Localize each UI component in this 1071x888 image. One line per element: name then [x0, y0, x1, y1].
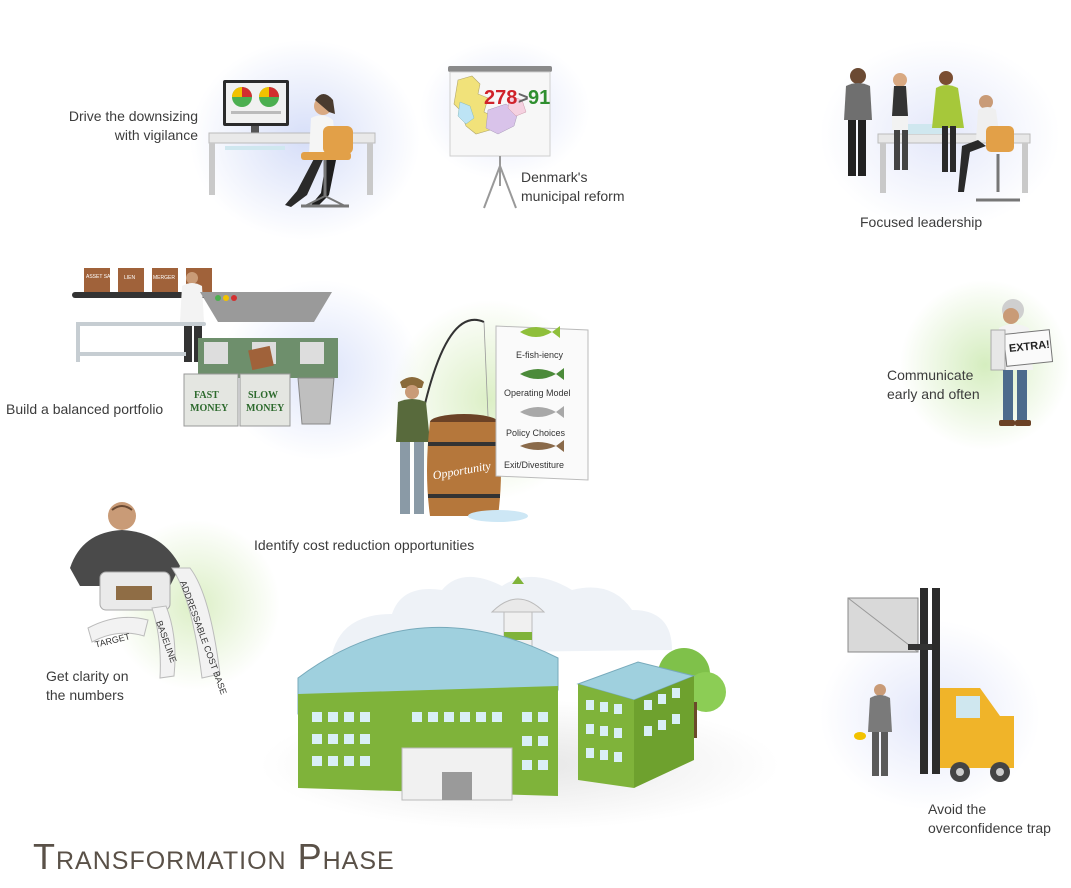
label-numbers-line1: Get clarity on — [46, 668, 129, 684]
label-downsizing-line2: with vigilance — [114, 127, 198, 143]
label-cost-line1: Identify cost reduction opportunities — [254, 537, 475, 553]
label-leadership: Focused leadership — [860, 213, 982, 232]
fish-label-1: E-fish-iency — [516, 350, 564, 360]
newspaper-text: EXTRA! — [1008, 339, 1050, 355]
overconfidence-illustration — [847, 588, 1014, 782]
fishing-rod-icon — [423, 318, 485, 409]
label-overconfidence-line2: overconfidence trap — [928, 820, 1051, 836]
fish-label-3: Policy Choices — [506, 428, 566, 438]
cost-illustration: Opportunity E-fish-iency Operating Model… — [396, 318, 589, 522]
denmark-from: 278 — [484, 87, 517, 109]
label-numbers: Get clarity on the numbers — [46, 667, 128, 705]
fast-money-box — [183, 373, 239, 427]
denmark-to: 91 — [528, 87, 550, 109]
numbers-illustration: TARGET BASELINE ADDRESSABLE COST BASE — [70, 502, 229, 696]
fish-label-4: Exit/Divestiture — [504, 460, 564, 470]
label-overconfidence: Avoid the overconfidence trap — [928, 800, 1051, 838]
label-downsizing-line1: Drive the downsizing — [68, 108, 198, 124]
crate-lien-text: LIEN — [124, 275, 136, 281]
paper-tape — [171, 567, 221, 679]
slow-money-box — [239, 373, 291, 427]
label-portfolio-line1: Build a balanced portfolio — [6, 401, 164, 417]
fast-money-line1: FAST — [194, 390, 219, 401]
label-overconfidence-line1: Avoid the — [928, 801, 987, 817]
crate-asset-sale: ASSET SALE — [84, 268, 117, 292]
fast-money-line2: MONEY — [190, 403, 229, 414]
label-communicate-line2: early and often — [887, 386, 980, 402]
label-numbers-line2: the numbers — [46, 687, 124, 703]
label-denmark-line2: municipal reform — [521, 188, 625, 204]
building-illustration — [297, 576, 726, 801]
page-title: Transformation Phase — [33, 836, 395, 877]
label-communicate-line1: Communicate — [887, 367, 974, 383]
slow-money-line2: MONEY — [246, 403, 285, 414]
glow-communicate — [900, 280, 1070, 450]
crate-merger: MERGER — [152, 268, 178, 292]
label-portfolio: Build a balanced portfolio — [6, 400, 163, 419]
water-tower-icon — [490, 598, 546, 613]
label-denmark-line1: Denmark's — [521, 169, 588, 185]
denmark-arrow: > — [518, 88, 529, 108]
label-downsizing: Drive the downsizing with vigilance — [20, 107, 198, 145]
leadership-illustration — [844, 68, 1031, 202]
crate-lien: LIEN — [118, 268, 144, 292]
slow-money-line1: SLOW — [248, 390, 278, 401]
crate-merger-text: MERGER — [153, 275, 175, 281]
denmark-easel: 278 > 91 — [448, 66, 552, 209]
portfolio-illustration: ASSET SALE LIEN MERGER FAST MONEY SLOW M… — [72, 268, 338, 427]
label-cost: Identify cost reduction opportunities — [254, 536, 474, 555]
label-communicate: Communicate early and often — [887, 366, 980, 404]
label-leadership-line1: Focused leadership — [860, 214, 983, 230]
downsizing-illustration — [208, 80, 376, 208]
crate-asset-sale-text: ASSET SALE — [86, 274, 117, 280]
trash-can-icon — [297, 377, 335, 425]
label-denmark: Denmark's municipal reform — [521, 168, 624, 206]
fish-label-2: Operating Model — [504, 388, 571, 398]
communicate-illustration: EXTRA! — [990, 299, 1054, 426]
